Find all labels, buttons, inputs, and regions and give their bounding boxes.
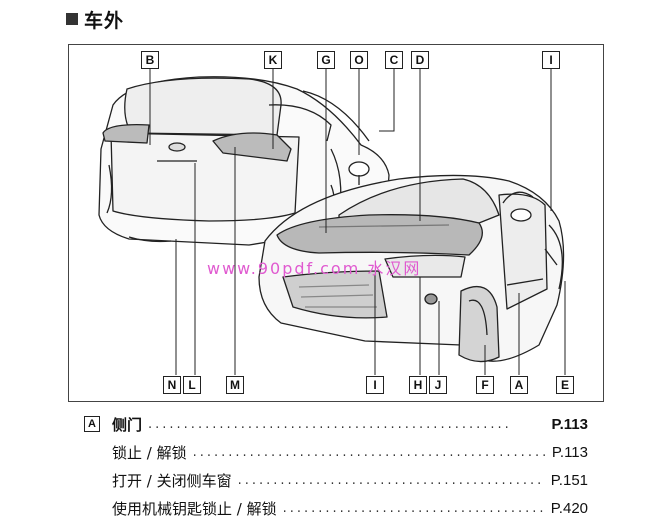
callout-o: O xyxy=(350,51,368,69)
vehicle-exterior-figure: B K G O C D I N L M I H J F A E www.90pd… xyxy=(68,44,604,402)
callout-n: N xyxy=(163,376,181,394)
rear-left-tail-light xyxy=(102,124,150,144)
toc-row-mechanical-key[interactable]: 使用机械钥匙锁止 / 解锁 ..........................… xyxy=(84,494,588,522)
toc-row-lock-unlock[interactable]: 锁止 / 解锁 ................................… xyxy=(84,438,588,466)
toc-label: 侧门 xyxy=(112,415,143,434)
section-title-text: 车外 xyxy=(84,9,125,32)
callout-i-bottom: I xyxy=(366,376,384,394)
toc-leader-dots: ........................................… xyxy=(192,444,546,460)
section-heading: 车外 xyxy=(66,6,124,32)
front-wheel xyxy=(458,286,500,363)
rear-window xyxy=(124,77,282,136)
toc-leader-dots: ........................................… xyxy=(148,416,512,432)
toc-leader-dots: ........................................… xyxy=(237,472,545,488)
toc-page[interactable]: P.420 xyxy=(550,499,588,517)
toc-row-side-window[interactable]: 打开 / 关闭侧车窗 .............................… xyxy=(84,466,588,494)
callout-g: G xyxy=(317,51,335,69)
callout-b: B xyxy=(141,51,159,69)
toc-page[interactable]: P.151 xyxy=(550,471,588,489)
front-grille xyxy=(282,270,388,319)
callout-m: M xyxy=(226,376,244,394)
toc-list: A 侧门 ...................................… xyxy=(84,410,588,522)
watermark-text: www.90pdf.com 水汉网 xyxy=(207,259,422,278)
toc-badge: A xyxy=(84,416,100,432)
toc-label: 打开 / 关闭侧车窗 xyxy=(112,471,232,490)
callout-i-top: I xyxy=(542,51,560,69)
heading-square-icon xyxy=(66,13,78,25)
callout-j: J xyxy=(429,376,447,394)
vehicle-illustration xyxy=(98,69,566,375)
toc-leader-dots: ........................................… xyxy=(282,500,545,516)
toc-row-side-door[interactable]: A 侧门 ...................................… xyxy=(84,410,588,438)
callout-a: A xyxy=(510,376,528,394)
callout-l: L xyxy=(183,376,201,394)
callout-h: H xyxy=(409,376,427,394)
toc-label: 锁止 / 解锁 xyxy=(112,443,187,462)
toc-label: 使用机械钥匙锁止 / 解锁 xyxy=(112,499,277,518)
headlight xyxy=(384,254,466,278)
callout-c: C xyxy=(385,51,403,69)
toc-page[interactable]: P.113 xyxy=(551,443,588,461)
callout-d: D xyxy=(411,51,429,69)
callout-e: E xyxy=(556,376,574,394)
callout-k: K xyxy=(264,51,282,69)
rear-right-tail-light xyxy=(212,132,292,162)
toc-page[interactable]: P.113 xyxy=(551,415,588,433)
callout-f: F xyxy=(476,376,494,394)
